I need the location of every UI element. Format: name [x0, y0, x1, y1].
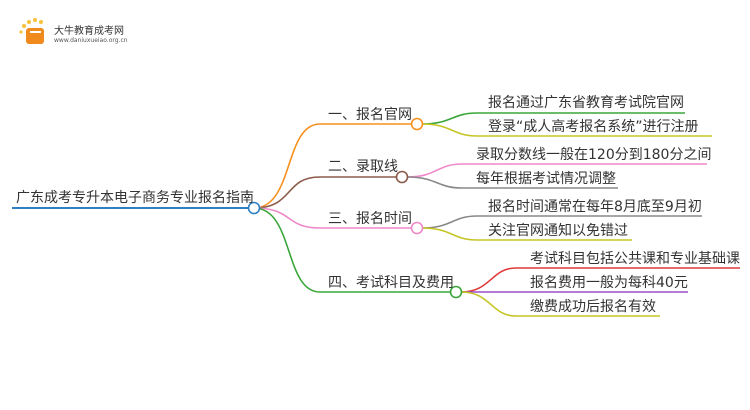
branch-2[interactable]: 二、录取线: [328, 159, 398, 175]
branch-node-toggle[interactable]: [449, 285, 463, 299]
leaf-2-2[interactable]: 每年根据考试情况调整: [476, 171, 616, 187]
leaf-2-1[interactable]: 录取分数线一般在120分到180分之间: [476, 147, 712, 163]
branch-connector: [253, 123, 412, 209]
leaf-3-2[interactable]: 关注官网通知以免错过: [488, 223, 628, 239]
leaf-connector: [406, 176, 618, 189]
leaf-connector: [460, 267, 740, 293]
branch-3[interactable]: 三、报名时间: [328, 211, 412, 227]
leaf-1-1[interactable]: 报名通过广东省教育考试院官网: [488, 95, 684, 111]
root-topic[interactable]: 广东成考专升本电子商务专业报名指南: [16, 190, 254, 206]
branch-connector: [253, 176, 397, 209]
leaf-connector: [421, 227, 632, 241]
leaf-connector: [421, 215, 702, 229]
root-node-toggle[interactable]: [247, 201, 261, 215]
branch-node-toggle[interactable]: [395, 170, 409, 184]
branch-4[interactable]: 四、考试科目及费用: [328, 275, 454, 291]
branch-1[interactable]: 一、报名官网: [328, 107, 412, 123]
logo-title: 大牛教育成考网: [54, 26, 124, 37]
branch-node-toggle[interactable]: [410, 221, 424, 235]
leaf-connector: [406, 163, 707, 178]
leaf-connector: [460, 291, 660, 317]
branch-connector: [253, 207, 412, 229]
logo-url: www.daniuxueiao.org.cn: [54, 37, 128, 44]
branch-node-toggle[interactable]: [410, 117, 424, 131]
leaf-4-1[interactable]: 考试科目包括公共课和专业基础课: [530, 251, 740, 267]
leaf-4-2[interactable]: 报名费用一般为每科40元: [530, 275, 688, 291]
logo-icon: [18, 18, 52, 52]
branch-connector: [253, 207, 451, 293]
leaf-4-3[interactable]: 缴费成功后报名有效: [530, 299, 656, 315]
leaf-1-2[interactable]: 登录“成人高考报名系统”进行注册: [488, 119, 699, 135]
leaf-connector: [421, 123, 712, 137]
leaf-3-1[interactable]: 报名时间通常在每年8月底至9月初: [488, 199, 702, 215]
